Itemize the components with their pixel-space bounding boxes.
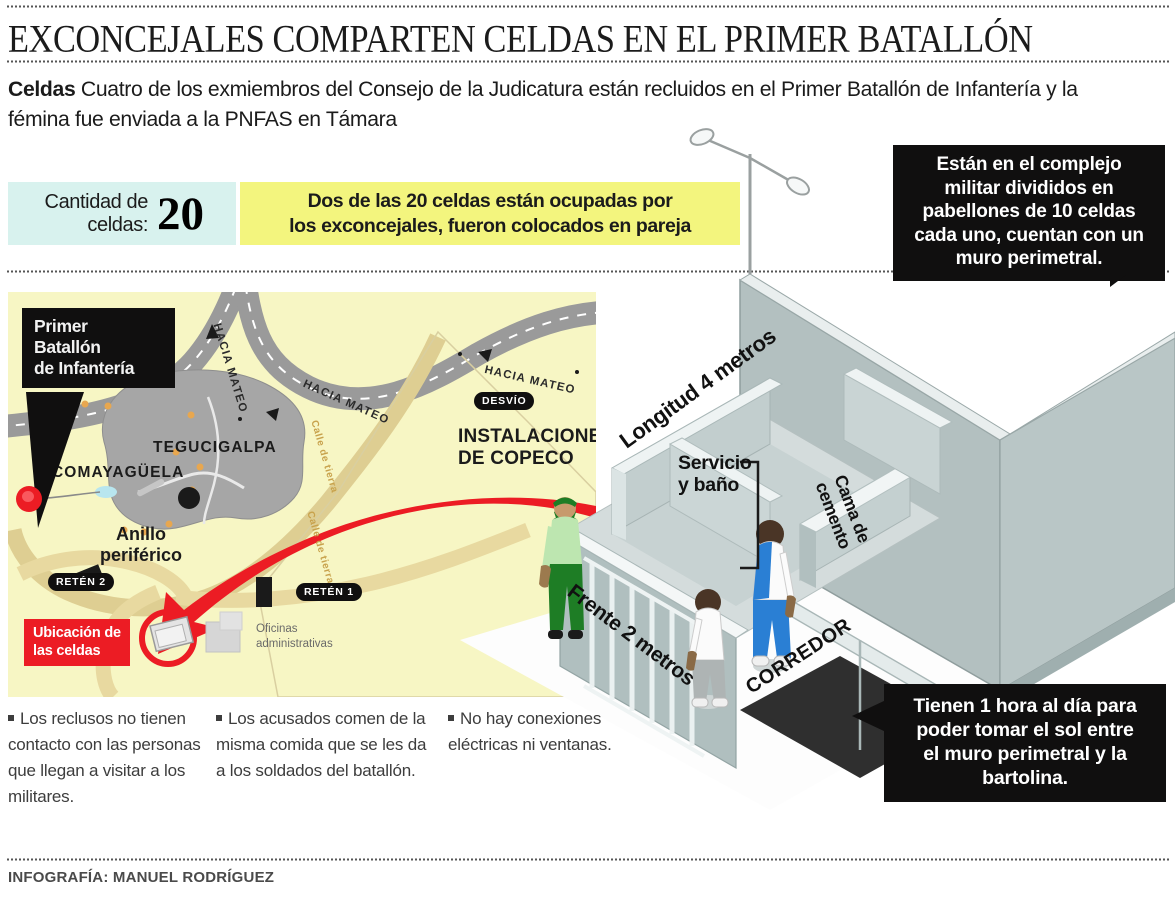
page-title: EXCONCEJALES COMPARTEN CELDAS EN EL PRIM… <box>8 17 1033 61</box>
infographic-credit: INFOGRAFÍA: MANUEL RODRÍGUEZ <box>8 869 275 886</box>
cell-count-value: 20 <box>157 187 204 240</box>
prisoner-figure-2 <box>751 520 796 673</box>
label-comayaguela: COMAYAGÜELA <box>52 464 185 481</box>
map-callout-batallon: Primer Batallón de Infantería <box>22 308 175 388</box>
map-marker-icon <box>16 486 42 512</box>
callout-top-tail <box>1110 275 1126 287</box>
list-item: Los reclusos no tienen contacto con las … <box>8 709 201 806</box>
note-line-2: los exconcejales, fueron colocados en pa… <box>289 214 691 237</box>
list-item: No hay conexiones eléctricas ni ventanas… <box>448 709 612 754</box>
bullet-square-icon <box>8 715 14 721</box>
label-oficinas-administrativas: Oficinas administrativas <box>256 623 333 650</box>
callout-complejo-militar: Están en el complejo militar divididos e… <box>893 145 1165 281</box>
footer-dotted-rule <box>6 858 1169 861</box>
headline-dotted-rule <box>6 60 1169 63</box>
pill-desvio: DESVÍO <box>474 392 535 410</box>
top-dotted-rule <box>6 5 1169 8</box>
bullet-square-icon <box>448 715 454 721</box>
deck-body: Cuatro de los exmiembros del Consejo de … <box>8 77 1078 131</box>
scene-graphics <box>460 128 1175 810</box>
deck-paragraph: Celdas Cuatro de los exmiembros del Cons… <box>8 74 1141 134</box>
label-copeco: INSTALACIONES DE COPECO <box>458 426 596 469</box>
label-ubicacion-celdas: Ubicación de las celdas <box>24 619 130 666</box>
cell-count-box: Cantidad de celdas: 20 <box>8 182 236 245</box>
mid-dotted-rule <box>6 270 1169 273</box>
deck-lead: Celdas <box>8 77 76 101</box>
list-item: Los acusados comen de la misma comida qu… <box>216 709 427 780</box>
label-anillo-periferico: Anillo periférico <box>100 524 183 565</box>
label-servicio-bano: Servicio y baño <box>678 452 752 496</box>
location-map: Primer Batallón de Infantería TEGUCIGALP… <box>8 292 596 697</box>
callout-bottom-tail <box>852 700 886 732</box>
cell-count-label: Cantidad de celdas: <box>44 190 149 236</box>
bullet-square-icon <box>216 715 222 721</box>
label-tegucigalpa: TEGUCIGALPA <box>153 439 277 456</box>
pill-reten-1: RETÉN 1 <box>296 583 362 601</box>
soldier-figure <box>539 497 584 639</box>
callout-hora-sol: Tienen 1 hora al día para poder tomar el… <box>884 684 1166 802</box>
cell-occupancy-note: Dos de las 20 celdas están ocupadas por … <box>240 182 740 245</box>
pill-reten-2: RETÉN 2 <box>48 573 114 591</box>
prisoner-figure-1 <box>686 589 729 709</box>
cell-isometric-diagram: Longitud 4 metros Frente 2 metros Servic… <box>440 110 1175 820</box>
note-line-1: Dos de las 20 celdas están ocupadas por <box>307 189 673 212</box>
